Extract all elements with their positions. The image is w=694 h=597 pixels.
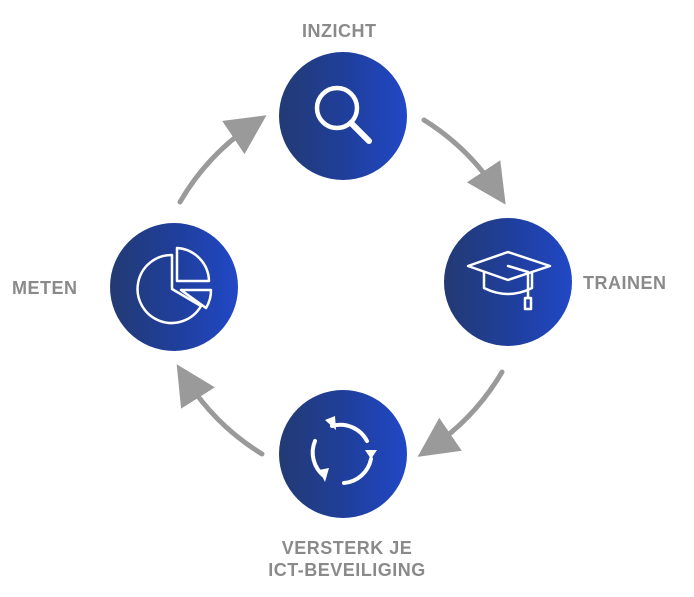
label-inzicht: INZICHT xyxy=(302,21,377,41)
arrow-inzicht-to-trainen xyxy=(421,117,506,205)
magnifier-icon xyxy=(314,85,372,144)
arrow-trainen-to-versterk xyxy=(417,369,505,457)
label-versterk-line1: VERSTERK JE xyxy=(281,538,413,558)
step-versterk-circle xyxy=(279,390,407,518)
arrow-versterk-to-meten xyxy=(176,364,265,457)
step-meten-circle xyxy=(110,223,238,351)
arrow-meten-to-inzicht xyxy=(177,115,267,205)
label-trainen: TRAINEN xyxy=(583,273,667,293)
refresh-cycle-icon xyxy=(310,416,377,485)
graduation-cap-icon xyxy=(466,250,552,311)
step-inzicht-circle xyxy=(279,52,407,180)
pie-chart-icon xyxy=(136,246,213,325)
step-trainen-circle xyxy=(444,218,572,346)
label-meten: METEN xyxy=(12,278,78,298)
label-versterk-line2: ICT-BEVEILIGING xyxy=(268,560,426,580)
label-versterk: VERSTERK JE ICT-BEVEILIGING xyxy=(262,537,432,581)
